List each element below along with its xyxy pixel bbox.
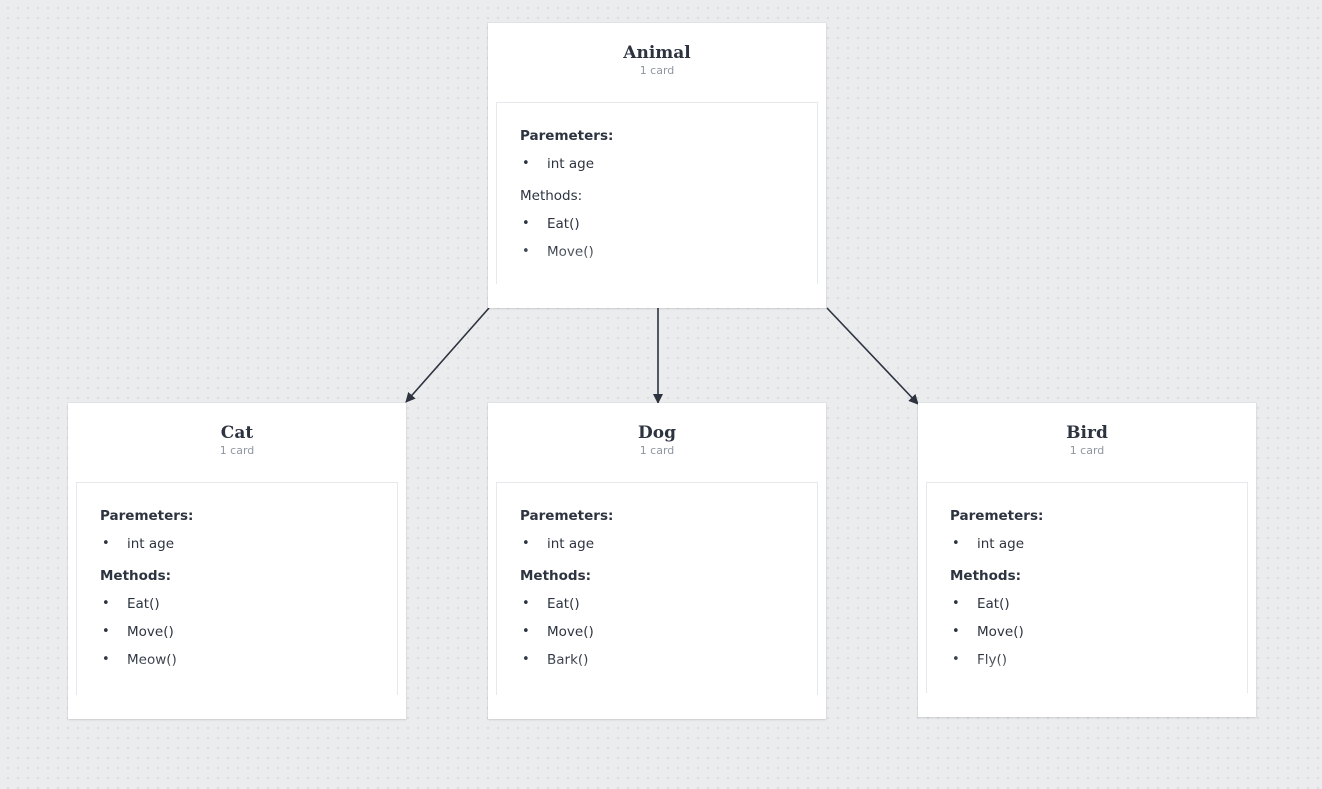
parameter-text: int age — [127, 536, 175, 552]
method-item: • Move() — [100, 623, 377, 641]
node-dog[interactable]: Dog 1 card Paremeters: • int age Methods:… — [488, 403, 826, 719]
method-text: Eat() — [547, 596, 580, 612]
bullet-icon: • — [522, 624, 530, 639]
method-item: • Eat() — [100, 595, 377, 613]
parameters-label: Paremeters: — [520, 508, 614, 524]
bullet-icon: • — [522, 156, 530, 171]
parameters-label: Paremeters: — [100, 508, 194, 524]
parameters-label: Paremeters: — [950, 508, 1044, 524]
bullet-icon: • — [102, 596, 110, 611]
methods-list: • Eat() • Move() — [520, 215, 797, 261]
parameters-label: Paremeters: — [520, 128, 614, 144]
method-text: Move() — [547, 624, 594, 640]
bullet-icon: • — [102, 536, 110, 551]
node-title: Bird — [1066, 423, 1108, 443]
node-card-count: 1 card — [639, 444, 675, 457]
methods-list: • Eat() • Move() • Meow() — [100, 595, 377, 669]
parameter-item: • int age — [950, 535, 1227, 553]
class-card[interactable]: Paremeters: • int age Methods: • Eat() • Mo… — [76, 482, 398, 695]
method-item: • Eat() — [520, 595, 797, 613]
method-item: • Meow() — [100, 651, 377, 669]
node-card-count: 1 card — [1069, 444, 1105, 457]
method-text: Bark() — [547, 652, 589, 668]
bullet-icon: • — [522, 536, 530, 551]
methods-list: • Eat() • Move() • Bark() — [520, 595, 797, 669]
bullet-icon: • — [522, 216, 530, 231]
node-bird[interactable]: Bird 1 card Paremeters: • int age Methods… — [918, 403, 1256, 717]
bullet-icon: • — [102, 624, 110, 639]
bullet-icon: • — [102, 652, 110, 667]
method-text: Move() — [977, 624, 1024, 640]
bullet-icon: • — [522, 652, 530, 667]
bullet-icon: • — [952, 596, 960, 611]
bullet-icon: • — [952, 624, 960, 639]
parameter-text: int age — [547, 156, 595, 172]
method-item: • Move() — [520, 243, 797, 261]
methods-label: Methods: — [520, 568, 592, 584]
method-text: Move() — [127, 624, 174, 640]
class-card[interactable]: Paremeters: • int age Methods: • Eat() • Mo… — [496, 102, 818, 284]
methods-list: • Eat() • Move() • Fly() — [950, 595, 1227, 669]
bullet-icon: • — [952, 536, 960, 551]
node-animal[interactable]: Animal 1 card Paremeters: • int age Metho… — [488, 23, 826, 308]
method-text: Move() — [547, 244, 594, 260]
method-item: • Eat() — [950, 595, 1227, 613]
bullet-icon: • — [952, 652, 960, 667]
parameter-item: • int age — [520, 155, 797, 173]
class-card[interactable]: Paremeters: • int age Methods: • Eat() • Mo… — [926, 482, 1248, 693]
parameter-item: • int age — [100, 535, 377, 553]
node-title: Animal — [623, 43, 691, 63]
methods-label: Methods: — [100, 568, 172, 584]
connector-animal-cat — [405, 307, 490, 403]
method-text: Fly() — [977, 652, 1008, 668]
node-card-count: 1 card — [219, 444, 255, 457]
parameters-list: • int age — [520, 155, 797, 173]
node-title: Cat — [220, 423, 254, 443]
method-text: Eat() — [127, 596, 160, 612]
method-text: Eat() — [977, 596, 1010, 612]
bullet-icon: • — [522, 244, 530, 259]
method-text: Eat() — [547, 216, 580, 232]
connector-animal-bird — [826, 307, 919, 405]
method-text: Meow() — [127, 652, 177, 668]
methods-label: Methods: — [520, 188, 583, 204]
class-card[interactable]: Paremeters: • int age Methods: • Eat() • Mo… — [496, 482, 818, 695]
node-cat[interactable]: Cat 1 card Paremeters: • int age Methods:… — [68, 403, 406, 719]
node-title: Dog — [638, 423, 676, 443]
parameters-list: • int age — [520, 535, 797, 553]
parameters-list: • int age — [950, 535, 1227, 553]
parameter-item: • int age — [520, 535, 797, 553]
node-card-count: 1 card — [639, 64, 675, 77]
method-item: • Eat() — [520, 215, 797, 233]
parameter-text: int age — [977, 536, 1025, 552]
method-item: • Move() — [520, 623, 797, 641]
method-item: • Move() — [950, 623, 1227, 641]
methods-label: Methods: — [950, 568, 1022, 584]
method-item: • Bark() — [520, 651, 797, 669]
method-item: • Fly() — [950, 651, 1227, 669]
bullet-icon: • — [522, 596, 530, 611]
parameters-list: • int age — [100, 535, 377, 553]
parameter-text: int age — [547, 536, 595, 552]
